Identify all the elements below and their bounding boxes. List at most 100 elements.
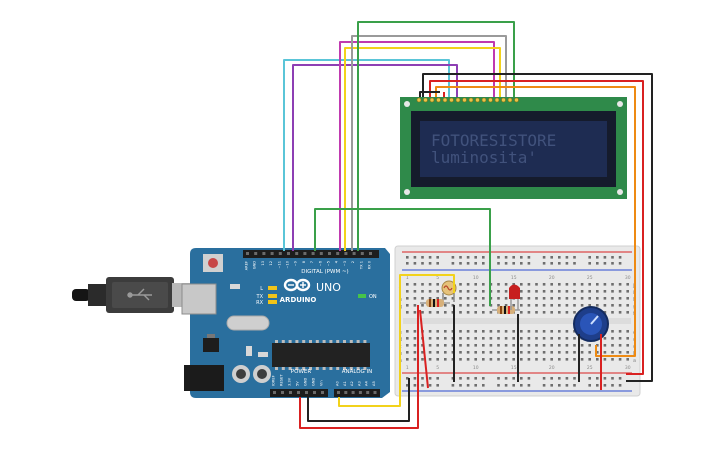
breadboard-hole[interactable] <box>603 256 607 259</box>
potentiometer[interactable] <box>573 306 609 342</box>
breadboard-hole[interactable] <box>436 344 439 347</box>
breadboard-hole[interactable] <box>550 337 553 340</box>
breadboard-hole[interactable] <box>451 262 455 265</box>
breadboard-hole[interactable] <box>421 262 424 265</box>
breadboard-hole[interactable] <box>611 337 614 340</box>
breadboard-hole[interactable] <box>520 351 523 354</box>
breadboard-hole[interactable] <box>588 344 591 347</box>
breadboard-hole[interactable] <box>542 283 546 286</box>
breadboard-hole[interactable] <box>428 330 432 333</box>
breadboard-hole[interactable] <box>497 290 500 293</box>
breadboard-hole[interactable] <box>527 330 531 333</box>
breadboard-hole[interactable] <box>618 384 622 387</box>
breadboard-hole[interactable] <box>451 344 455 347</box>
analog-pin-hole[interactable] <box>358 391 362 394</box>
breadboard-hole[interactable] <box>421 256 424 259</box>
breadboard-hole[interactable] <box>482 358 485 361</box>
breadboard-hole[interactable] <box>451 297 455 300</box>
breadboard-hole[interactable] <box>527 377 531 380</box>
breadboard-hole[interactable] <box>504 262 508 265</box>
breadboard-hole[interactable] <box>520 384 523 387</box>
breadboard-hole[interactable] <box>520 337 523 340</box>
breadboard-hole[interactable] <box>413 330 417 333</box>
breadboard-hole[interactable] <box>413 384 417 387</box>
digital-pin-hole[interactable] <box>319 252 323 255</box>
breadboard-hole[interactable] <box>504 358 508 361</box>
breadboard-hole[interactable] <box>482 330 485 333</box>
breadboard-hole[interactable] <box>482 304 485 307</box>
breadboard-hole[interactable] <box>474 304 477 307</box>
breadboard-hole[interactable] <box>413 358 417 361</box>
breadboard-hole[interactable] <box>573 351 576 354</box>
breadboard-hole[interactable] <box>603 262 607 265</box>
breadboard-hole[interactable] <box>466 358 470 361</box>
breadboard-hole[interactable] <box>504 351 508 354</box>
breadboard-hole[interactable] <box>466 384 470 387</box>
breadboard-hole[interactable] <box>428 290 432 293</box>
breadboard-hole[interactable] <box>436 330 439 333</box>
breadboard-hole[interactable] <box>558 311 561 314</box>
wire-cyan[interactable] <box>283 59 450 251</box>
breadboard-hole[interactable] <box>406 290 409 293</box>
breadboard-hole[interactable] <box>573 297 576 300</box>
breadboard-hole[interactable] <box>618 297 622 300</box>
breadboard-hole[interactable] <box>535 290 538 293</box>
breadboard-hole[interactable] <box>444 304 447 307</box>
breadboard-hole[interactable] <box>482 384 485 387</box>
digital-pin-hole[interactable] <box>311 252 315 255</box>
breadboard-hole[interactable] <box>603 351 607 354</box>
breadboard-hole[interactable] <box>565 337 569 340</box>
breadboard-hole[interactable] <box>504 377 508 380</box>
breadboard-hole[interactable] <box>558 290 561 293</box>
breadboard-hole[interactable] <box>413 377 417 380</box>
breadboard-hole[interactable] <box>497 283 500 286</box>
breadboard-hole[interactable] <box>542 290 546 293</box>
breadboard-hole[interactable] <box>588 297 591 300</box>
breadboard-hole[interactable] <box>497 304 500 307</box>
breadboard-hole[interactable] <box>459 297 462 300</box>
breadboard-hole[interactable] <box>474 262 477 265</box>
breadboard-hole[interactable] <box>626 358 629 361</box>
breadboard-hole[interactable] <box>406 297 409 300</box>
breadboard-hole[interactable] <box>550 377 553 380</box>
breadboard-hole[interactable] <box>421 311 424 314</box>
breadboard-hole[interactable] <box>497 351 500 354</box>
breadboard-hole[interactable] <box>466 330 470 333</box>
breadboard-hole[interactable] <box>542 351 546 354</box>
breadboard-hole[interactable] <box>428 337 432 340</box>
breadboard-hole[interactable] <box>489 344 493 347</box>
breadboard-hole[interactable] <box>565 351 569 354</box>
breadboard-hole[interactable] <box>565 311 569 314</box>
breadboard-hole[interactable] <box>618 283 622 286</box>
breadboard-hole[interactable] <box>444 330 447 333</box>
power-pin-hole[interactable] <box>281 391 284 394</box>
breadboard-hole[interactable] <box>580 351 584 354</box>
breadboard-hole[interactable] <box>436 311 439 314</box>
breadboard-hole[interactable] <box>466 304 470 307</box>
breadboard-hole[interactable] <box>520 297 523 300</box>
analog-pin-hole[interactable] <box>351 391 355 394</box>
breadboard-hole[interactable] <box>558 297 561 300</box>
lcd-module[interactable]: FOTORESISTORE luminosita' <box>400 97 627 199</box>
breadboard-hole[interactable] <box>504 256 508 259</box>
breadboard-hole[interactable] <box>436 351 439 354</box>
breadboard-hole[interactable] <box>535 330 538 333</box>
wire-red-5v[interactable] <box>299 305 419 429</box>
breadboard-hole[interactable] <box>459 290 462 293</box>
breadboard-hole[interactable] <box>550 256 553 259</box>
breadboard-hole[interactable] <box>406 283 409 286</box>
analog-pin-hole[interactable] <box>366 391 370 394</box>
breadboard-hole[interactable] <box>428 297 432 300</box>
breadboard-hole[interactable] <box>504 283 508 286</box>
breadboard-hole[interactable] <box>603 304 607 307</box>
breadboard-hole[interactable] <box>421 377 424 380</box>
digital-pin-hole[interactable] <box>328 252 331 255</box>
breadboard-hole[interactable] <box>497 344 500 347</box>
breadboard-hole[interactable] <box>611 262 614 265</box>
breadboard-hole[interactable] <box>542 297 546 300</box>
breadboard-hole[interactable] <box>413 290 417 293</box>
breadboard-hole[interactable] <box>603 377 607 380</box>
breadboard-hole[interactable] <box>482 290 485 293</box>
breadboard-hole[interactable] <box>520 311 523 314</box>
breadboard-hole[interactable] <box>573 330 576 333</box>
